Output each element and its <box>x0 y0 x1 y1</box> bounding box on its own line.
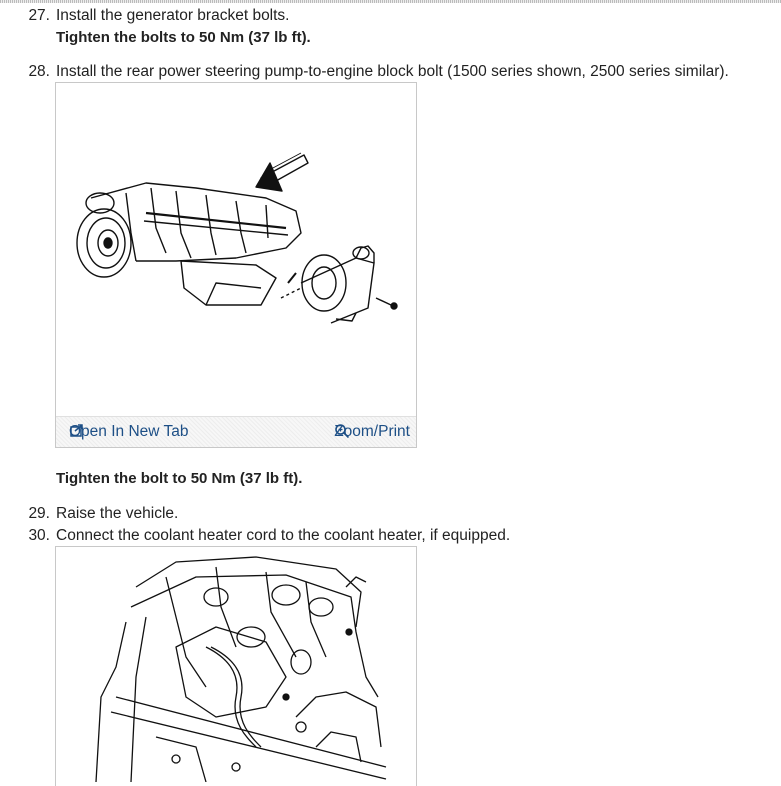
figure-power-steering-pump: Open In New Tab Zoom/Print <box>55 82 417 448</box>
zoom-print-link[interactable]: Zoom/Print <box>334 423 410 441</box>
open-new-tab-label: Open In New Tab <box>69 423 189 440</box>
top-border <box>0 0 781 3</box>
step-text: Connect the coolant heater cord to the c… <box>56 527 511 544</box>
step-text: Raise the vehicle. <box>56 505 179 522</box>
figure-coolant-heater <box>55 546 417 786</box>
step-number: 30. <box>28 527 50 544</box>
engine-pump-illustration <box>76 152 398 324</box>
torque-spec: Tighten the bolts to 50 Nm (37 lb ft). <box>56 29 311 46</box>
step-number: 27. <box>28 7 50 24</box>
open-new-tab-icon <box>70 424 83 437</box>
figure-toolbar: Open In New Tab Zoom/Print <box>56 416 416 447</box>
open-new-tab-link[interactable]: Open In New Tab <box>69 423 188 441</box>
magnifier-icon <box>335 424 350 439</box>
step-text: Install the rear power steering pump-to-… <box>56 63 729 80</box>
step-text: Install the generator bracket bolts. <box>56 7 290 24</box>
engine-block-illustration <box>95 556 387 782</box>
zoom-print-label: Zoom/Print <box>334 423 410 440</box>
step-number: 29. <box>28 505 50 522</box>
torque-spec: Tighten the bolt to 50 Nm (37 lb ft). <box>56 470 303 487</box>
step-number: 28. <box>28 63 50 80</box>
